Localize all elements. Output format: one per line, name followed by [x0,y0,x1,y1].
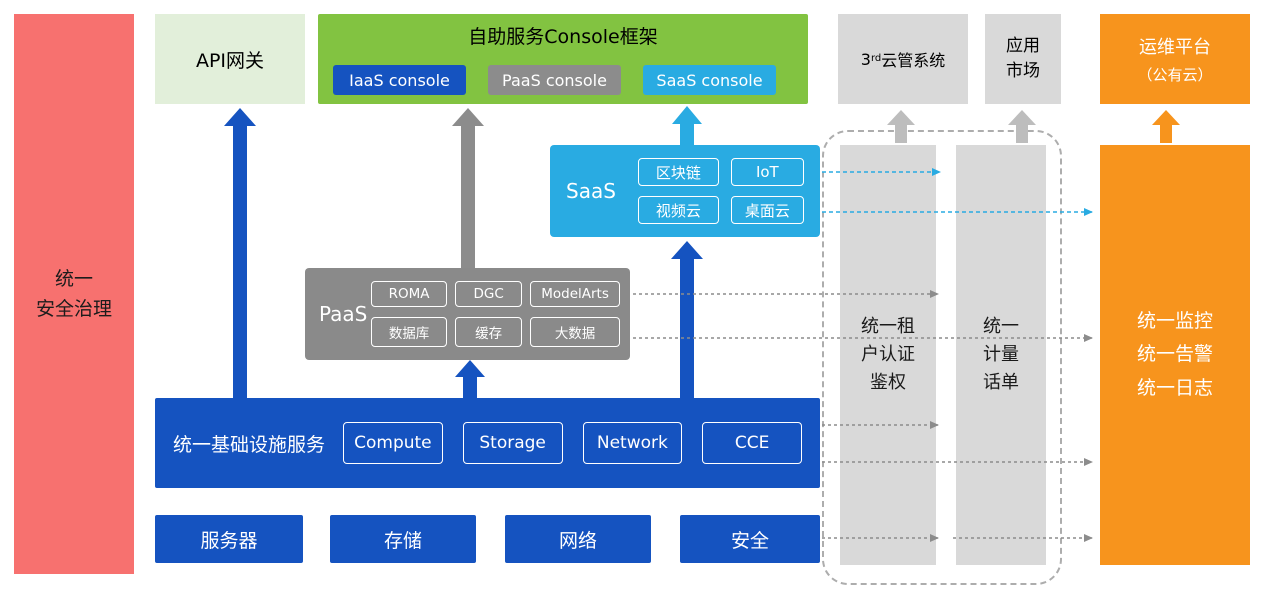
infra-service-compute: Compute [343,422,443,464]
tenant-auth-pillar: 统一租 户认证 鉴权 [840,145,936,565]
app-market-box: 应用 市场 [985,14,1061,104]
hardware-security-box: 安全 [680,515,820,563]
hardware-network-box: 网络 [505,515,651,563]
arrow-paas-to-console-framework [452,108,484,268]
api-gateway-box: API网关 [155,14,305,104]
infra-service-cce: CCE [702,422,802,464]
saas-layer-box: SaaS 区块链 IoT 视频云 桌面云 [550,145,820,237]
unified-infrastructure-box: 统一基础设施服务 Compute Storage Network CCE [155,398,820,488]
third-cms-suffix: 云管系统 [881,51,946,70]
om-platform-public-cloud-box: 运维平台 （公有云） [1100,14,1250,104]
iaas-console-chip: IaaS console [333,65,466,95]
paas-service-cache: 缓存 [455,317,523,347]
console-framework-title: 自助服务Console框架 [468,26,658,48]
infra-service-storage: Storage [462,422,563,464]
unified-infrastructure-label: 统一基础设施服务 [173,433,326,456]
saas-service-video-cloud: 视频云 [638,196,719,224]
paas-service-bigdata: 大数据 [530,317,620,347]
saas-service-blockchain: 区块链 [638,158,719,186]
infrastructure-service-row: Compute Storage Network CCE [343,422,802,464]
arrow-iaas-to-paas [455,360,485,398]
third-cms-prefix: 3 [860,49,871,69]
hardware-server-box: 服务器 [155,515,303,563]
saas-console-chip: SaaS console [643,65,776,95]
arrow-iaas-to-api-gateway [224,108,256,398]
third-cms-superscript: rd [870,53,882,64]
saas-layer-label: SaaS [566,179,616,203]
saas-service-desktop-cloud: 桌面云 [730,196,804,224]
arrow-ombox-to-om-platform [1152,110,1180,143]
common-services-dashed-zone [822,130,1062,585]
paas-service-dgc: DGC [455,281,523,307]
om-platform-subtitle: （公有云） [1137,66,1213,84]
paas-service-roma: ROMA [371,281,448,307]
paas-layer-box: PaaS ROMA DGC ModelArts 数据库 缓存 大数据 [305,268,630,360]
monitoring-alarm-log-box: 统一监控 统一告警 统一日志 [1100,145,1250,565]
paas-console-chip: PaaS console [488,65,621,95]
saas-service-grid: 区块链 IoT 视频云 桌面云 [638,158,804,224]
paas-service-modelarts: ModelArts [530,281,620,307]
saas-service-iot: IoT [730,158,804,186]
paas-service-grid: ROMA DGC ModelArts 数据库 缓存 大数据 [371,281,620,347]
unified-security-governance-bar: 统一 安全治理 [14,14,134,574]
console-chip-row: IaaS console PaaS console SaaS console [333,65,776,95]
self-service-console-framework-box: 自助服务Console框架 IaaS console PaaS console … [318,14,808,104]
om-platform-title: 运维平台 [1139,37,1211,58]
paas-service-database: 数据库 [371,317,448,347]
hardware-storage-box: 存储 [330,515,476,563]
metering-billing-pillar: 统一 计量 话单 [956,145,1046,565]
arrow-saas-to-console-framework [672,106,702,145]
infra-service-network: Network [582,422,683,464]
paas-layer-label: PaaS [319,302,368,326]
arrow-iaas-to-saas [671,241,703,398]
